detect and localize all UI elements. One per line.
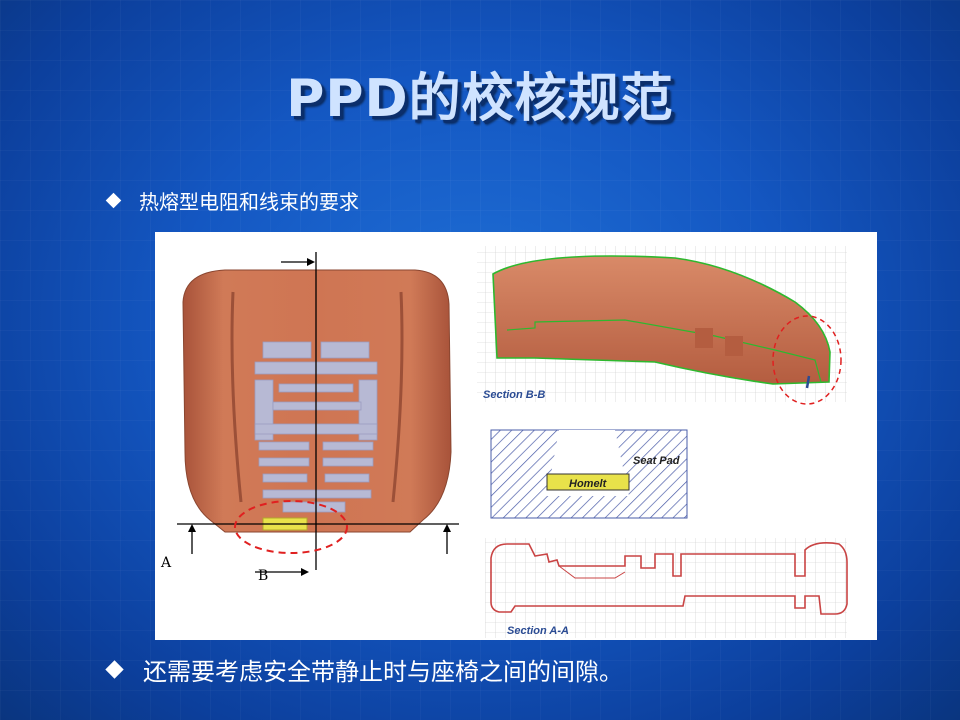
slide-title: PPD的校核规范 (286, 69, 674, 129)
figure-panel: A B Section B-B Seat Pad Homelt Section … (155, 232, 877, 640)
figure-svg: A B Section B-B Seat Pad Homelt Section … (160, 246, 848, 638)
section-aa-view (485, 538, 848, 638)
bullet-text-1: 热熔型电阻和线束的要求 (139, 190, 359, 214)
section-aa-label: Section A-A (507, 625, 569, 637)
diamond-bullet-icon (105, 660, 124, 679)
seat-pad-detail (490, 429, 688, 519)
marker-a: A (160, 555, 172, 571)
homelt-label: Homelt (569, 478, 608, 490)
section-bb-label: Section B-B (483, 389, 545, 401)
seat-pad-label: Seat Pad (633, 455, 680, 467)
bullet-text-2: 还需要考虑安全带静止时与座椅之间的间隙。 (143, 658, 623, 686)
bullet-item-1: 热熔型电阻和线束的要求 (105, 186, 359, 215)
bullet-item-2: 还需要考虑安全带静止时与座椅之间的间隙。 (105, 652, 623, 687)
diamond-bullet-icon (105, 192, 122, 209)
marker-b: B (258, 568, 268, 584)
section-bb-view (477, 246, 847, 405)
seat-front-view (177, 252, 459, 576)
